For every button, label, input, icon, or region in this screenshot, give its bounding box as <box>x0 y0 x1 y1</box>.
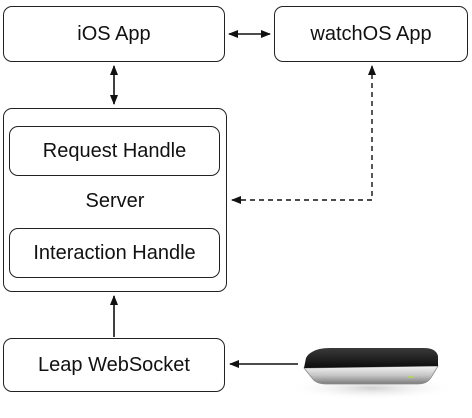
ios-app-label: iOS App <box>77 22 151 45</box>
interaction-handle-node: Interaction Handle <box>9 228 220 278</box>
leap-websocket-node: Leap WebSocket <box>3 338 225 392</box>
request-handle-node: Request Handle <box>9 126 220 176</box>
watchos-app-node: watchOS App <box>274 6 468 62</box>
leap-motion-device-icon <box>286 348 458 400</box>
leap-websocket-label: Leap WebSocket <box>38 353 190 376</box>
interaction-handle-label: Interaction Handle <box>33 241 196 264</box>
watchos-app-label: watchOS App <box>310 22 432 45</box>
ios-app-node: iOS App <box>3 6 225 62</box>
edge-server-watchos <box>231 65 376 204</box>
request-handle-label: Request Handle <box>42 139 187 162</box>
server-label: Server <box>85 190 145 212</box>
